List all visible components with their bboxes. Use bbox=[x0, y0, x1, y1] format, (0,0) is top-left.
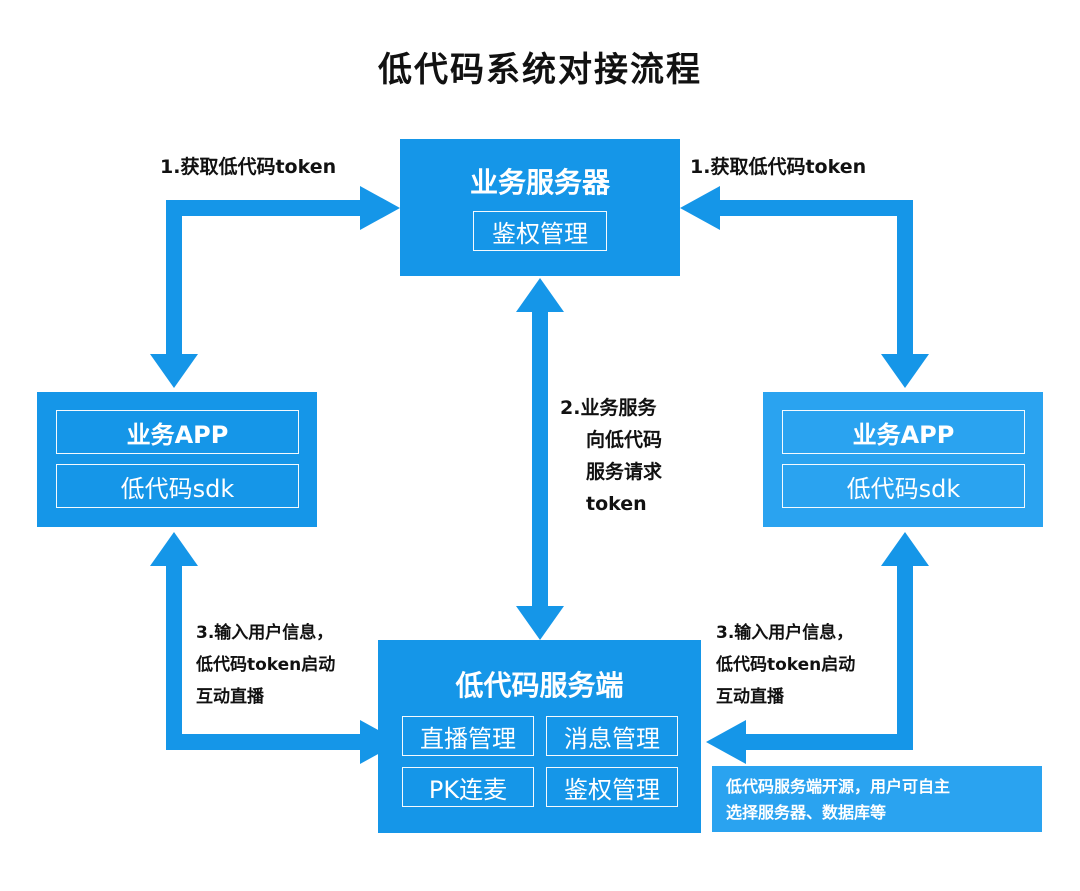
step3-left-line: 3.输入用户信息， bbox=[196, 623, 334, 643]
business-server-auth-module: 鉴权管理 bbox=[473, 211, 607, 251]
step3-left-line: 互动直播 bbox=[196, 687, 264, 707]
left-app-box: 业务APP 低代码sdk bbox=[37, 392, 317, 527]
step3-right-line: 3.输入用户信息， bbox=[716, 623, 854, 643]
lowcode-module-message: 消息管理 bbox=[546, 716, 678, 756]
left-app-sdk-label: 低代码sdk bbox=[56, 464, 299, 508]
right-app-sdk-label: 低代码sdk bbox=[782, 464, 1025, 508]
lowcode-module-auth: 鉴权管理 bbox=[546, 767, 678, 807]
business-server-title: 业务服务器 bbox=[469, 166, 610, 199]
business-server-box: 业务服务器 鉴权管理 bbox=[400, 139, 680, 276]
arrow-right-app-to-business-server bbox=[680, 186, 929, 388]
step3-right-line: 互动直播 bbox=[716, 687, 784, 707]
step3-left-line: 低代码token启动 bbox=[196, 655, 336, 675]
diagram-title: 低代码系统对接流程 bbox=[378, 50, 702, 90]
open-source-note: 低代码服务端开源，用户可自主 选择服务器、数据库等 bbox=[712, 766, 1042, 832]
lowcode-module-live: 直播管理 bbox=[402, 716, 534, 756]
step2-line: 向低代码 bbox=[586, 429, 663, 451]
step1-left-label: 1.获取低代码token bbox=[160, 156, 337, 178]
arrow-business-server-to-lowcode-server bbox=[516, 278, 564, 640]
arrow-left-app-to-business-server bbox=[150, 186, 400, 388]
step2-line: 2.业务服务 bbox=[560, 397, 657, 419]
step3-right-label: 3.输入用户信息， 低代码token启动 互动直播 bbox=[716, 617, 855, 713]
step2-line: token bbox=[586, 493, 647, 515]
step3-left-label: 3.输入用户信息， 低代码token启动 互动直播 bbox=[196, 617, 335, 713]
lowcode-module-pk: PK连麦 bbox=[402, 767, 534, 807]
left-app-label: 业务APP bbox=[56, 410, 299, 454]
arrow-right-app-to-lowcode-server bbox=[706, 532, 929, 764]
right-app-box: 业务APP 低代码sdk bbox=[763, 392, 1043, 527]
step1-right-label: 1.获取低代码token bbox=[690, 156, 867, 178]
note-line: 低代码服务端开源，用户可自主 bbox=[726, 777, 951, 796]
lowcode-server-title: 低代码服务端 bbox=[455, 669, 624, 702]
lowcode-server-box: 低代码服务端 直播管理 消息管理 PK连麦 鉴权管理 bbox=[378, 640, 701, 833]
right-app-label: 业务APP bbox=[782, 410, 1025, 454]
note-line: 选择服务器、数据库等 bbox=[726, 803, 887, 822]
step2-line: 服务请求 bbox=[586, 461, 663, 483]
step3-right-line: 低代码token启动 bbox=[716, 655, 856, 675]
step2-label: 2.业务服务 向低代码 服务请求 token bbox=[560, 392, 662, 520]
